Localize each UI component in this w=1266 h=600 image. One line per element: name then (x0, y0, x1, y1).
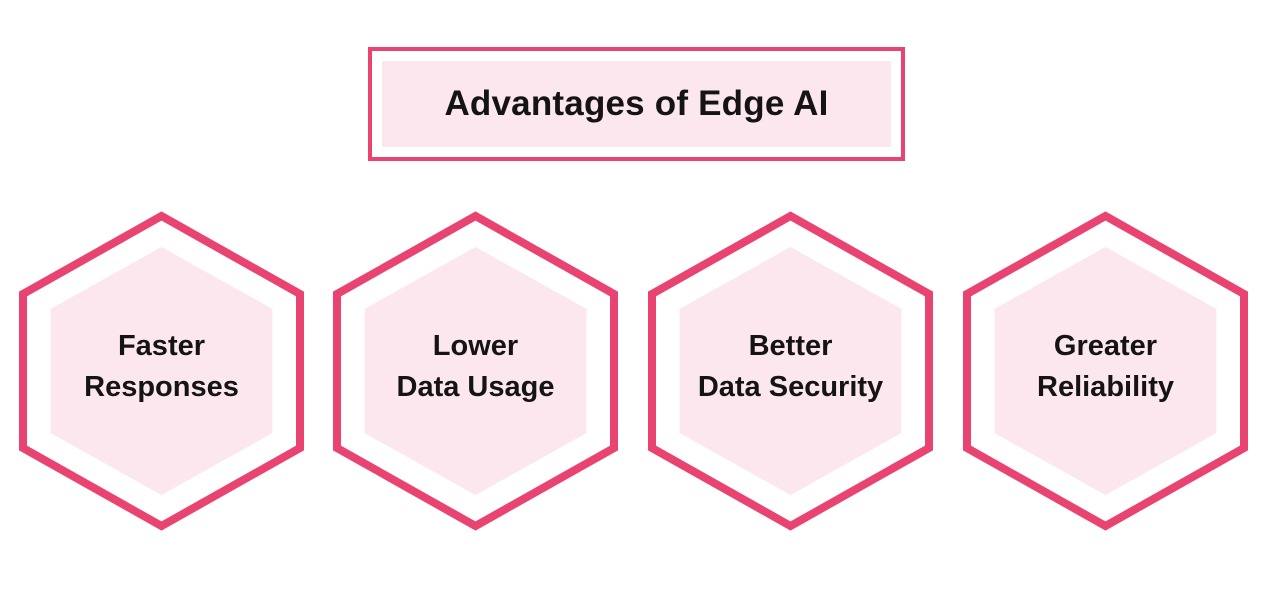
hexagon-label-line2: Data Security (697, 371, 884, 403)
hexagon-label-line1: Greater (1053, 330, 1158, 363)
hexagon-label: Lower Data Usage (332, 211, 619, 531)
hexagon-label-line2: Data Usage (396, 371, 555, 403)
hexagon-better-data-security: Better Data Security (647, 211, 934, 531)
hexagon-label-line1: Better (748, 330, 833, 363)
hexagon-label: Faster Responses (18, 211, 305, 531)
hexagon-shape (19, 211, 304, 531)
hexagon-label: Better Data Security (647, 211, 934, 531)
hexagon-label-line1: Faster (117, 330, 206, 363)
hexagon-inner-fill (364, 247, 587, 495)
hexagon-outline (963, 211, 1248, 531)
hexagon-shape (963, 211, 1248, 531)
hexagon-faster-responses: Faster Responses (18, 211, 305, 531)
hexagon-inner-fill (994, 247, 1217, 495)
title-box: Advantages of Edge AI (368, 47, 905, 161)
hexagon-greater-reliability: Greater Reliability (962, 211, 1249, 531)
hexagon-inner-fill (50, 247, 273, 495)
page-title: Advantages of Edge AI (444, 84, 829, 123)
hexagon-shape (648, 211, 933, 531)
hexagon-label-line2: Reliability (1037, 371, 1174, 403)
hexagon-outline (333, 211, 618, 531)
hexagon-shape (333, 211, 618, 531)
hexagon-outline (19, 211, 304, 531)
hexagon-label-line2: Responses (84, 371, 239, 403)
hexagon-inner-fill (679, 247, 902, 495)
hexagon-lower-data-usage: Lower Data Usage (332, 211, 619, 531)
hexagon-outline (648, 211, 933, 531)
title-panel: Advantages of Edge AI (382, 61, 891, 147)
hexagon-label: Greater Reliability (962, 211, 1249, 531)
hexagon-label-line1: Lower (432, 330, 519, 363)
